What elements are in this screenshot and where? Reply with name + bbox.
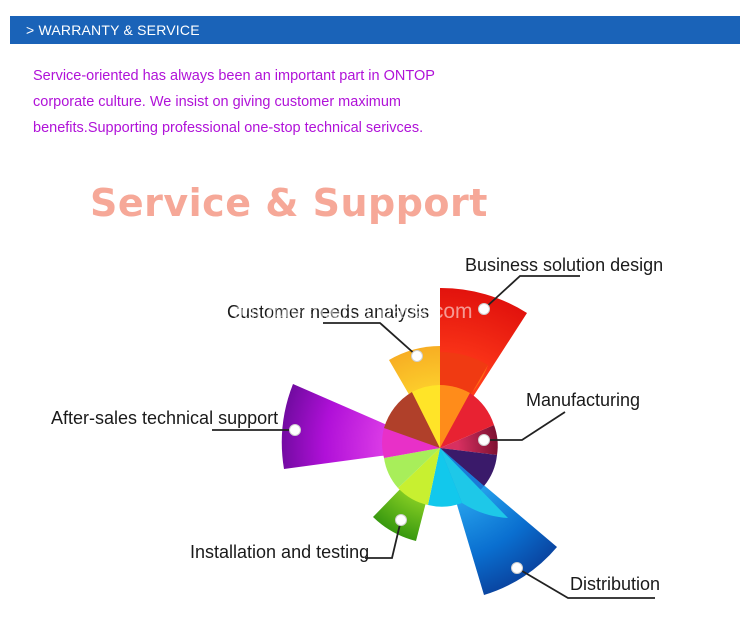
intro-line: Service-oriented has always been an impo… xyxy=(33,68,435,84)
marker-dot-business xyxy=(478,303,490,315)
label-manufacturing: Manufacturing xyxy=(526,390,640,410)
label-distribution: Distribution xyxy=(570,574,660,594)
section-header-title: > WARRANTY & SERVICE xyxy=(26,22,200,38)
marker-dot-aftersales xyxy=(289,424,301,436)
inner-sector-red xyxy=(440,393,494,448)
inner-sector-magenta xyxy=(382,428,440,458)
inner-sector-brown xyxy=(384,392,440,448)
manufacturing-petal xyxy=(440,425,498,455)
label-business-solution: Business solution design xyxy=(465,255,663,275)
intro-paragraph: Service-oriented has always been an impo… xyxy=(33,63,493,141)
marker-dot-distribution xyxy=(511,562,523,574)
intro-line: corporate culture. We insist on giving c… xyxy=(33,94,402,110)
connector-installation xyxy=(365,519,402,559)
connector-business xyxy=(483,275,580,310)
intro-line: benefits.Supporting professional one-sto… xyxy=(33,120,424,136)
service-support-title: Service & Support xyxy=(90,181,488,225)
label-customer-needs: Customer needs analysis xyxy=(227,302,429,322)
connector-distribution xyxy=(516,567,655,599)
marker-dot-manufacturing xyxy=(478,434,490,446)
section-header: > WARRANTY & SERVICE xyxy=(10,16,740,44)
inner-sector-navy xyxy=(440,448,497,486)
connector-manufacturing xyxy=(484,411,566,441)
inner-sector-lightgreen xyxy=(384,448,440,488)
inner-sector-lime xyxy=(398,448,440,505)
label-installation: Installation and testing xyxy=(190,542,369,562)
marker-dot-customer xyxy=(411,350,423,362)
watermark: ontoptech.en.alibaba.com xyxy=(232,300,473,323)
inner-sector-cyan-outer xyxy=(440,448,508,518)
connector-customer xyxy=(323,322,418,357)
inner-sector-amber xyxy=(440,385,470,448)
inner-sector-yellow xyxy=(412,385,440,448)
marker-dot-installation xyxy=(395,514,407,526)
inner-sector-cyan xyxy=(428,448,462,507)
label-aftersales: After-sales technical support xyxy=(51,408,278,428)
